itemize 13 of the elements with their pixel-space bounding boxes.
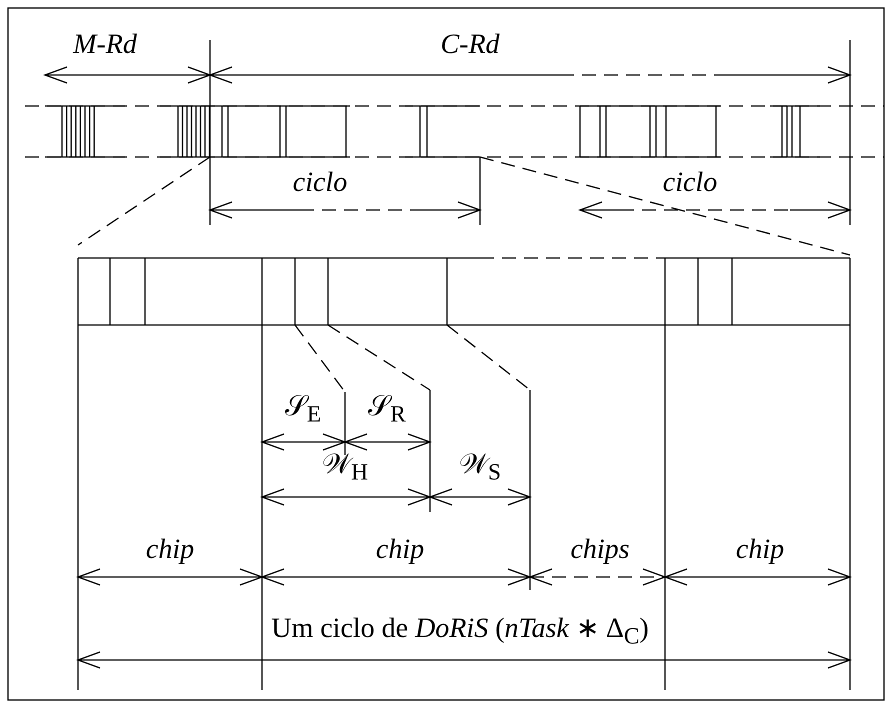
dimension-label: C-Rd bbox=[440, 31, 500, 59]
symbol-label: 𝒮$_{E}$ bbox=[284, 393, 322, 427]
symbol-label: 𝒮$_{R}$ bbox=[368, 393, 406, 427]
symbol-label: 𝒲$_{H}$ bbox=[322, 451, 368, 485]
dimension-label: chips bbox=[570, 536, 630, 564]
dimension-label: Um ciclo de DoRiS (nTask ∗ Δ$_{C}$) bbox=[271, 615, 649, 649]
symbol-label: 𝒲$_{S}$ bbox=[459, 451, 501, 485]
dimension-label: M-Rd bbox=[73, 31, 137, 59]
dimension-label: chip bbox=[736, 536, 784, 564]
dimension-label: ciclo bbox=[292, 169, 348, 197]
dimension-label: ciclo bbox=[662, 169, 718, 197]
dimension-label: chip bbox=[376, 536, 424, 564]
dimension-label: chip bbox=[146, 536, 194, 564]
